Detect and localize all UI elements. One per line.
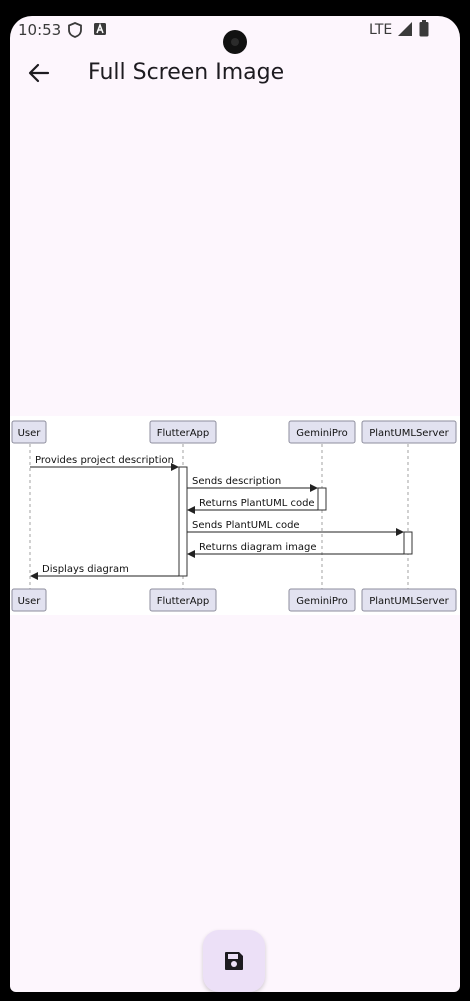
participant-geminipro-bottom: GeminiPro — [288, 588, 356, 612]
battery-icon — [419, 20, 429, 42]
participant-flutterapp-top: FlutterApp — [149, 420, 217, 444]
svg-text:Provides project description: Provides project description — [35, 455, 174, 466]
page-title: Full Screen Image — [88, 60, 285, 85]
message-3: Returns PlantUML code — [187, 498, 318, 514]
shield-icon — [68, 22, 82, 43]
status-bar: 10:53 LTE — [10, 16, 460, 54]
participant-plantumlserver-top: PlantUMLServer — [361, 420, 457, 444]
participant-user-bottom: User — [11, 588, 47, 612]
message-5: Returns diagram image — [187, 542, 404, 558]
signal-icon — [397, 21, 413, 42]
svg-text:User: User — [18, 596, 42, 607]
network-label: LTE — [369, 22, 393, 38]
participant-flutterapp-bottom: FlutterApp — [149, 588, 217, 612]
participant-geminipro-top: GeminiPro — [288, 420, 356, 444]
svg-text:User: User — [18, 428, 42, 439]
svg-text:Returns PlantUML code: Returns PlantUML code — [199, 498, 315, 509]
svg-text:Sends PlantUML code: Sends PlantUML code — [192, 520, 300, 531]
message-6: Displays diagram — [30, 564, 179, 580]
svg-text:FlutterApp: FlutterApp — [157, 428, 210, 439]
participant-plantumlserver-bottom: PlantUMLServer — [361, 588, 457, 612]
text-a-icon — [93, 22, 107, 41]
svg-text:Returns diagram image: Returns diagram image — [199, 542, 316, 553]
message-1: Provides project description — [30, 455, 179, 471]
back-button[interactable] — [24, 58, 54, 88]
screen: 10:53 LTE Full Screen Image — [10, 16, 460, 992]
svg-text:GeminiPro: GeminiPro — [296, 428, 347, 439]
svg-text:FlutterApp: FlutterApp — [157, 596, 210, 607]
status-time: 10:53 — [18, 21, 62, 39]
sequence-diagram-image: User FlutterApp GeminiPro PlantUMLServer… — [10, 416, 460, 615]
arrow-back-icon — [28, 63, 50, 83]
svg-text:Displays diagram: Displays diagram — [42, 564, 129, 575]
message-2: Sends description — [187, 476, 318, 492]
participant-user-top: User — [11, 420, 47, 444]
svg-text:GeminiPro: GeminiPro — [296, 596, 347, 607]
message-4: Sends PlantUML code — [187, 520, 404, 536]
save-button[interactable] — [203, 930, 265, 992]
svg-text:Sends description: Sends description — [192, 476, 281, 487]
camera-cutout — [223, 30, 247, 54]
svg-text:PlantUMLServer: PlantUMLServer — [369, 596, 449, 607]
app-bar: Full Screen Image — [10, 44, 460, 100]
save-icon — [225, 952, 243, 970]
svg-text:PlantUMLServer: PlantUMLServer — [369, 428, 449, 439]
